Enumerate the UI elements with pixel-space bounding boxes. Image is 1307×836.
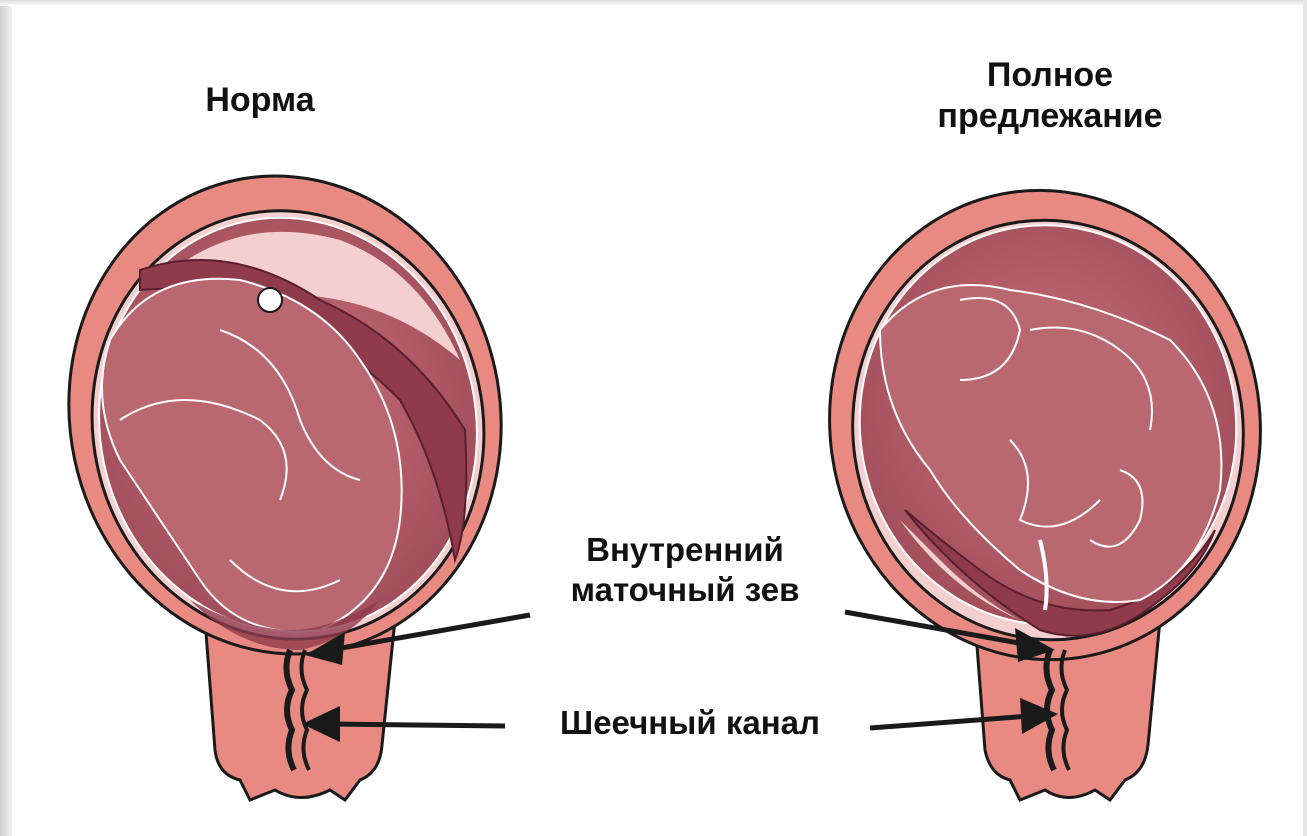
label-internal-os-line1: Внутренний <box>520 530 850 570</box>
arrow-cervical-canal-right <box>870 698 1058 734</box>
label-internal-os-line2: маточный зев <box>520 570 850 610</box>
uterus-previa <box>799 162 1290 800</box>
title-normal: Норма <box>160 80 360 121</box>
title-placenta-previa: Полное предлежание <box>900 55 1200 137</box>
label-internal-os: Внутренний маточный зев <box>520 530 850 609</box>
arrow-cervical-canal-left <box>302 706 505 742</box>
uterus-normal <box>25 136 545 800</box>
label-cervical-canal: Шеечный канал <box>510 703 870 743</box>
